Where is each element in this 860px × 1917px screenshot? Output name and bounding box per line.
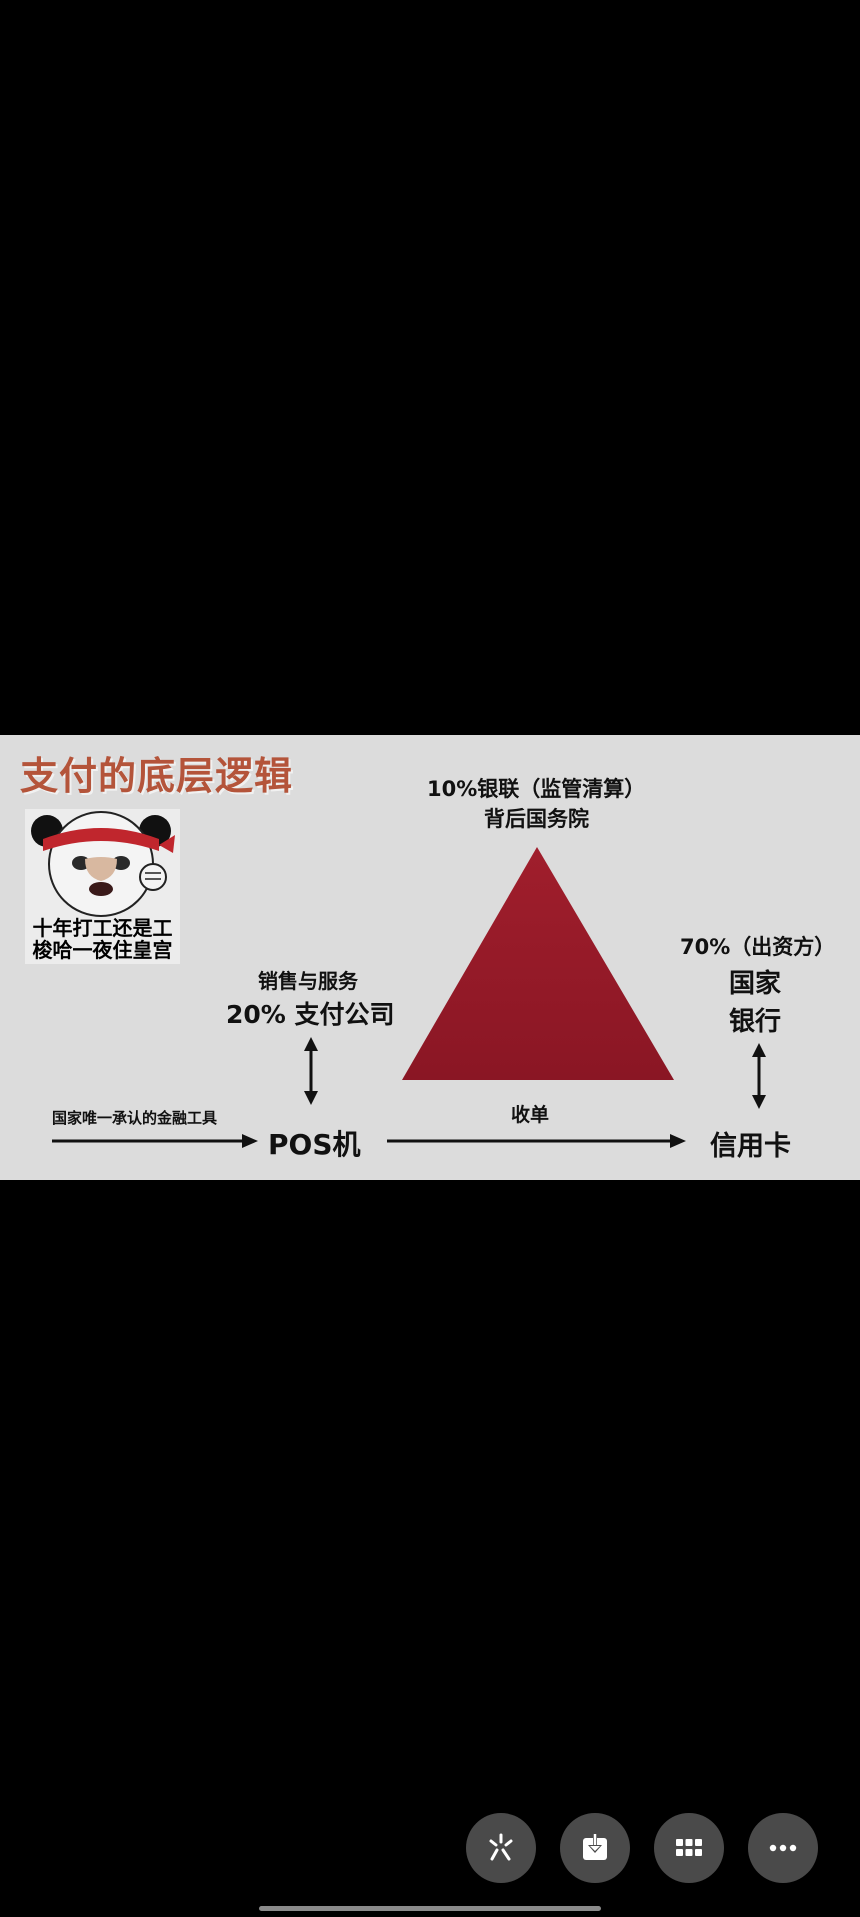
meme-caption-line2: 梭哈一夜住皇宫 — [32, 938, 173, 962]
more-button[interactable] — [748, 1813, 818, 1883]
unionpay-label: 10%银联（监管清算） — [427, 777, 646, 801]
grid-button[interactable] — [654, 1813, 724, 1883]
pos-label: POS机 — [268, 1128, 361, 1161]
funder-label: 70%（出资方） — [680, 935, 836, 959]
payment-company-label: 20% 支付公司 — [226, 1000, 395, 1029]
double-arrow-bank — [752, 1043, 766, 1109]
bank-label: 银行 — [729, 1007, 782, 1037]
sparkle-icon — [489, 1833, 513, 1861]
download-button[interactable] — [560, 1813, 630, 1883]
home-indicator[interactable] — [259, 1906, 601, 1911]
meme-caption-line1: 十年打工还是工 — [32, 916, 173, 940]
more-icon — [769, 1844, 797, 1852]
grid-icon — [676, 1839, 702, 1856]
finance-tool-label: 国家唯一承认的金融工具 — [52, 1109, 218, 1127]
acquiring-label: 收单 — [511, 1104, 550, 1126]
download-icon — [583, 1834, 607, 1860]
sparkle-button[interactable] — [466, 1813, 536, 1883]
arrow-to-pos — [52, 1134, 258, 1148]
payment-logic-diagram: 支付的底层逻辑 十年打工还是工 梭哈一夜住皇宫 — [0, 735, 860, 1180]
credit-card-label: 信用卡 — [710, 1131, 791, 1162]
arrow-to-credit-card — [387, 1134, 686, 1148]
sales-service-label: 销售与服务 — [258, 969, 358, 993]
state-label: 国家 — [729, 969, 782, 999]
diagram-title: 支付的底层逻辑 — [20, 754, 294, 798]
double-arrow-sales — [304, 1037, 318, 1105]
triangle-shape — [402, 847, 674, 1080]
state-council-label: 背后国务院 — [484, 807, 589, 831]
meme-sticker: 十年打工还是工 梭哈一夜住皇宫 — [25, 809, 180, 964]
meme-face-icon — [31, 811, 175, 917]
diagram-graphics — [52, 847, 766, 1148]
